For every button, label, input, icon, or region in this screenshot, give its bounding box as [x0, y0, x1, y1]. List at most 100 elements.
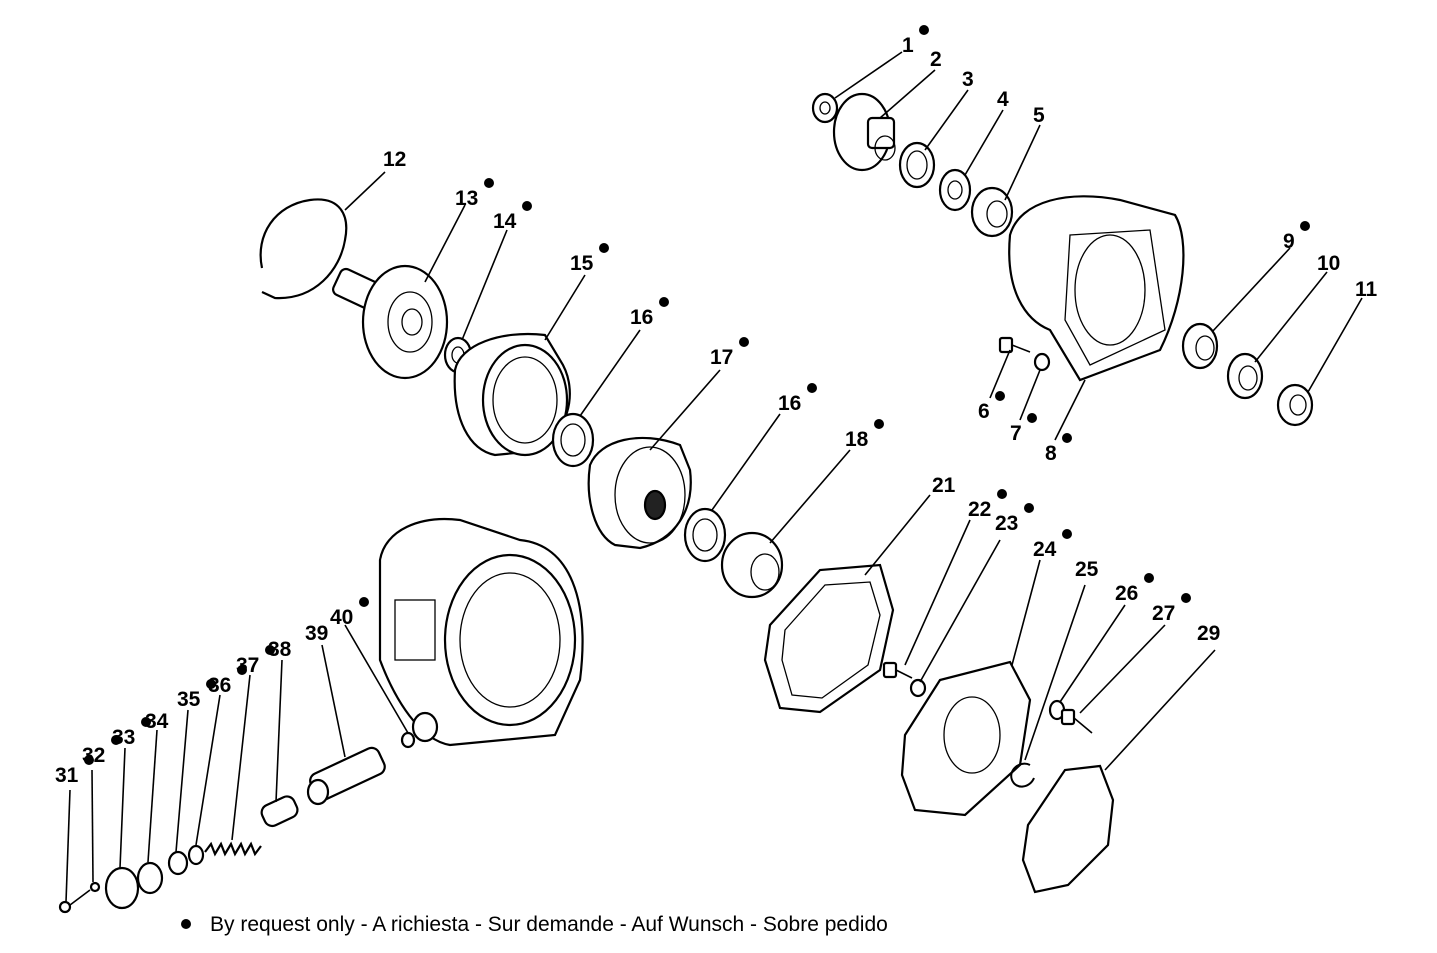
part-36-washer — [187, 844, 205, 866]
part-main-housing — [378, 518, 584, 747]
footnote-bullet-icon — [181, 919, 191, 929]
request-only-bullet-icon — [1062, 433, 1072, 443]
part-34-ring — [136, 861, 164, 895]
part-label-17: 17 — [710, 346, 733, 369]
part-label-33: 33 — [112, 726, 135, 749]
request-only-bullet-icon — [659, 297, 669, 307]
part-label-11: 11 — [1355, 278, 1378, 301]
request-only-bullet-icon — [1062, 529, 1072, 539]
part-12-snap-ring — [259, 198, 348, 300]
part-label-4: 4 — [997, 88, 1009, 111]
request-only-bullet-icon — [359, 597, 369, 607]
part-17-planet-carrier — [587, 436, 692, 550]
part-label-16b: 16 — [778, 392, 801, 415]
part-16-washer-b — [683, 507, 727, 563]
part-23-washer — [909, 678, 927, 698]
part-label-9: 9 — [1283, 230, 1295, 253]
part-33-cap — [104, 866, 140, 910]
part-label-2: 2 — [930, 48, 942, 71]
part-label-22: 22 — [968, 498, 991, 521]
part-label-1: 1 — [902, 34, 914, 57]
part-label-16a: 16 — [630, 306, 653, 329]
part-label-23: 23 — [995, 512, 1018, 535]
part-label-35: 35 — [177, 688, 201, 711]
part-8-housing — [1008, 195, 1185, 382]
part-label-18: 18 — [845, 428, 869, 451]
part-label-40: 40 — [330, 606, 353, 629]
part-label-27: 27 — [1152, 602, 1175, 625]
part-label-25: 25 — [1075, 558, 1099, 581]
part-29-gasket — [1021, 764, 1115, 894]
part-18-sun-gear — [720, 531, 784, 599]
part-4-bearing — [938, 168, 972, 212]
part-label-24: 24 — [1033, 538, 1057, 561]
request-only-bullet-icon — [995, 391, 1005, 401]
part-label-14: 14 — [493, 210, 517, 233]
part-1-nut — [811, 92, 839, 124]
part-label-31: 31 — [55, 764, 79, 787]
part-label-15: 15 — [570, 252, 594, 275]
footnote-text: By request only - A richiesta - Sur dema… — [210, 913, 888, 936]
request-only-bullet-icon — [265, 645, 275, 655]
part-27-bolt — [1060, 708, 1093, 734]
request-only-bullet-icon — [1024, 503, 1034, 513]
request-only-bullet-icon — [484, 178, 494, 188]
request-only-bullet-icon — [522, 201, 532, 211]
part-2-flange — [832, 92, 896, 172]
request-only-bullet-icon — [807, 383, 817, 393]
part-label-13: 13 — [455, 187, 478, 210]
part-25-snap-ring — [1010, 762, 1035, 788]
part-label-12: 12 — [383, 148, 406, 171]
request-only-bullet-icon — [1181, 593, 1191, 603]
request-only-bullet-icon — [1300, 221, 1310, 231]
part-16-washer-a — [551, 412, 595, 468]
part-label-39: 39 — [305, 622, 328, 645]
request-only-bullet-icon — [84, 755, 94, 765]
part-35-ring — [167, 850, 189, 876]
part-37-spring — [204, 841, 262, 857]
request-only-bullet-icon — [237, 665, 247, 675]
part-label-3: 3 — [962, 68, 974, 91]
part-label-26: 26 — [1115, 582, 1138, 605]
part-label-6: 6 — [978, 400, 990, 423]
request-only-bullet-icon — [739, 337, 749, 347]
part-label-5: 5 — [1033, 104, 1045, 127]
part-label-8: 8 — [1045, 442, 1057, 465]
part-5-cup — [970, 186, 1014, 238]
request-only-bullet-icon — [874, 419, 884, 429]
part-label-10: 10 — [1317, 252, 1340, 275]
part-labels: 1234567891011121314151617161821222324252… — [55, 25, 1378, 787]
request-only-bullet-icon — [141, 717, 151, 727]
part-label-7: 7 — [1010, 422, 1022, 445]
part-label-37: 37 — [236, 654, 259, 677]
part-22-bolt — [882, 661, 913, 679]
part-label-36: 36 — [208, 674, 231, 697]
part-label-34: 34 — [145, 710, 169, 733]
part-7-washer — [1033, 352, 1051, 372]
part-39-valve-body — [306, 746, 386, 806]
part-38-plunger — [260, 795, 299, 828]
part-21-gasket — [763, 563, 895, 714]
part-label-21: 21 — [932, 474, 956, 497]
request-only-bullet-icon — [1144, 573, 1154, 583]
part-label-29: 29 — [1197, 622, 1220, 645]
part-label-38: 38 — [268, 638, 292, 661]
part-label-32: 32 — [82, 744, 105, 767]
request-only-bullet-icon — [599, 243, 609, 253]
request-only-bullet-icon — [206, 679, 216, 689]
part-32-ring — [89, 881, 101, 893]
part-31-pin — [58, 889, 91, 914]
request-only-bullet-icon — [997, 489, 1007, 499]
leader-lines — [65, 51, 1363, 903]
part-3-seal — [898, 141, 936, 189]
part-13-gear-shaft — [332, 264, 449, 380]
part-11-nut — [1276, 383, 1314, 427]
part-9-bearing — [1181, 322, 1219, 370]
part-40-oring — [400, 731, 416, 749]
request-only-bullet-icon — [1027, 413, 1037, 423]
part-6-bolt — [998, 336, 1031, 354]
request-only-bullet-icon — [919, 25, 929, 35]
part-10-cup — [1226, 352, 1264, 400]
